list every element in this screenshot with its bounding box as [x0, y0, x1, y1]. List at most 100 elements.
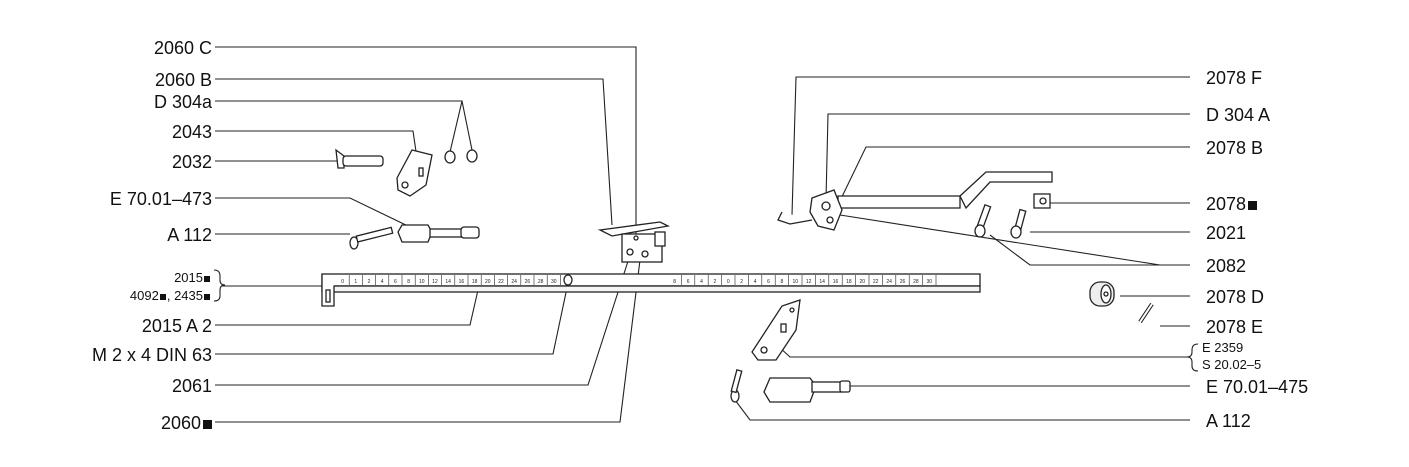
scale-tick-left-label: 14 — [445, 279, 451, 285]
label-2060c: 2060 C — [153, 38, 212, 58]
part-2043-bracket — [396, 149, 433, 197]
label-d304a: D 304a — [153, 92, 212, 112]
label-2078sq: 2078 — [1206, 194, 1258, 214]
leader-lines-left — [215, 46, 641, 423]
part-d304a-washers — [444, 149, 478, 164]
square-marker — [204, 275, 210, 282]
scale-tick-right-label: 30 — [927, 279, 933, 285]
label-2060b: 2060 B — [154, 70, 212, 90]
label-m2x4: M 2 x 4 DIN 63 — [91, 345, 212, 365]
part-2078b-lever — [809, 189, 843, 231]
label-2015: 2015 — [174, 271, 211, 284]
scale-tick-right-label: 8 — [781, 279, 784, 285]
leader-2015a2 — [215, 289, 479, 326]
scale-tick-left-label: 1 — [354, 279, 357, 285]
leader-e70473 — [215, 197, 411, 228]
scale-tick-left-label: 4 — [381, 279, 384, 285]
scale-tick-right-label: 12 — [806, 279, 812, 285]
scale-tick-left-label: 26 — [525, 279, 531, 285]
leader-d304A — [825, 113, 1190, 201]
label-a112: A 112 — [167, 225, 212, 245]
label-e70475: E 70.01–475 — [1206, 377, 1309, 397]
part-2082-screw — [974, 203, 992, 238]
label-2015a2: 2015 A 2 — [141, 316, 212, 336]
scale-tick-right-label: 28 — [913, 279, 919, 285]
scale-tick-right-label: 0 — [727, 279, 730, 285]
part-2078e-pin — [1138, 302, 1154, 324]
leader-2060b — [215, 78, 613, 226]
scale-tick-right-label: 2 — [714, 279, 717, 285]
leader-d304a-2 — [461, 100, 473, 151]
scale-tick-right-label: 6 — [687, 279, 690, 285]
label-2021: 2021 — [1206, 223, 1247, 243]
leader-m2x4 — [215, 282, 569, 355]
leader-2078f — [791, 76, 1190, 216]
label-4092-text: 4092 — [129, 288, 159, 303]
label-2060sq: 2060 — [161, 414, 212, 432]
leader-2078b — [837, 146, 1190, 206]
label-2078e: 2078 E — [1206, 317, 1264, 337]
part-2078f-hook — [777, 211, 813, 225]
scale-tick-right-label: 22 — [873, 279, 879, 285]
part-2032-pin — [335, 148, 384, 169]
scale-tick-left-label: 22 — [498, 279, 504, 285]
part-a112r-screw — [730, 369, 743, 403]
part-a112-screw — [349, 226, 394, 250]
label-2061: 2061 — [171, 376, 212, 396]
label-2060-text: 2060 — [160, 413, 201, 433]
leader-2043 — [215, 130, 419, 166]
part-2078-rod — [837, 171, 1053, 210]
label-4092-2435: 4092, 2435 — [130, 289, 211, 302]
leader-2060sq — [215, 259, 641, 423]
label-2015-text: 2015 — [174, 270, 203, 285]
square-marker — [203, 419, 212, 429]
brace-right — [1186, 343, 1199, 372]
label-2043: 2043 — [171, 122, 212, 142]
scale-tick-right-label: 14 — [819, 279, 825, 285]
scale-tick-right-label: 4 — [700, 279, 703, 285]
scale-tick-right-label: 8 — [673, 279, 676, 285]
leader-lines-right — [734, 76, 1190, 421]
brace-left — [213, 269, 226, 302]
part-e70473-spacer — [397, 224, 480, 243]
scale-tick-left-label: 8 — [407, 279, 410, 285]
leader-d304a — [215, 100, 463, 153]
scale-tick-right-label: 24 — [886, 279, 892, 285]
scale-tick-right-label: 26 — [900, 279, 906, 285]
scale-tick-left-label: 24 — [511, 279, 517, 285]
scale-tick-left-label: 6 — [394, 279, 397, 285]
scale-tick-right-label: 2 — [740, 279, 743, 285]
leader-2061 — [215, 254, 631, 386]
leader-a112r — [734, 399, 1190, 421]
part-2060-slider — [597, 221, 671, 263]
label-a112r: A 112 — [1206, 411, 1251, 431]
leader-2082-b — [839, 214, 1190, 266]
leader-e2359 — [777, 345, 1190, 358]
scale-tick-right-label: 6 — [767, 279, 770, 285]
square-marker — [204, 293, 210, 300]
label-d304A: D 304 A — [1206, 105, 1271, 125]
scale-tick-left-label: 10 — [419, 279, 425, 285]
part-2021-screw — [1010, 208, 1027, 239]
scale-tick-left-label: 18 — [472, 279, 478, 285]
label-e70473: E 70.01–473 — [109, 189, 212, 209]
part-e2359-bracket — [751, 299, 801, 361]
square-marker — [1248, 200, 1258, 210]
part-e70475-spacer — [763, 377, 851, 403]
label-2082: 2082 — [1206, 256, 1247, 276]
scale-tick-left-label: 0 — [341, 279, 344, 285]
scale-tick-right-label: 4 — [754, 279, 757, 285]
label-2078-text: 2078 — [1206, 194, 1247, 214]
square-marker — [159, 293, 166, 300]
leader-2060c — [215, 46, 637, 234]
label-s20025: S 20.02–5 — [1202, 357, 1262, 372]
scale-tick-left-label: 2 — [368, 279, 371, 285]
label-2032: 2032 — [171, 152, 212, 172]
scale-tick-left-label: 20 — [485, 279, 491, 285]
scale-tick-right-label: 10 — [793, 279, 799, 285]
scale-tick-left-label: 16 — [459, 279, 465, 285]
